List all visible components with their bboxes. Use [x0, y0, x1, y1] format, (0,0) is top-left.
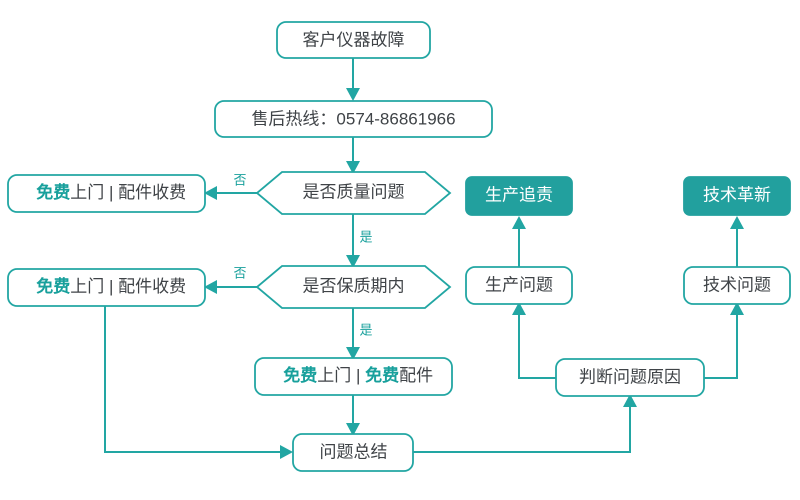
node-technical-innovation-shape[interactable] — [683, 176, 791, 216]
node-result-free-shape[interactable] — [254, 357, 453, 396]
node-decision-warranty-shape[interactable] — [255, 265, 452, 309]
node-summary-label: 问题总结 — [320, 442, 388, 461]
node-technical-issue[interactable]: 技术问题 — [683, 266, 791, 305]
node-result-free-label: 免费上门 | 免费配件 — [241, 365, 466, 385]
node-result-free-mid: 上门 | — [317, 366, 365, 385]
node-start-label: 客户仪器故障 — [303, 30, 405, 49]
node-result-free-accent-2: 免费 — [365, 365, 399, 385]
node-hotline[interactable]: 售后热线：0574-86861966 — [214, 100, 493, 138]
arrow-head-start-to-hotline — [346, 88, 360, 101]
node-production-issue[interactable]: 生产问题 — [465, 266, 573, 305]
node-result-paid-1[interactable]: 免费上门 | 配件收费 — [0, 174, 219, 213]
node-production-accountability[interactable]: 生产追责 — [465, 176, 573, 216]
node-result-paid-2-label: 免费上门 | 配件收费 — [0, 276, 219, 296]
node-decision-quality-shape[interactable] — [255, 171, 452, 215]
node-technical-innovation-label: 技术革新 — [703, 185, 771, 204]
edge-paid2-to-summary — [104, 306, 283, 453]
arrow-head-hotline-to-quality — [346, 161, 360, 174]
edge-cause-to-technical-issue — [704, 312, 738, 379]
node-decision-warranty[interactable]: 是否保质期内 — [255, 265, 452, 309]
connector-layer — [104, 58, 744, 459]
arrow-head-production-issue-to-accountability — [512, 216, 526, 229]
node-production-issue-shape[interactable] — [465, 266, 573, 305]
node-result-paid-2[interactable]: 免费上门 | 配件收费 — [0, 268, 219, 307]
node-result-free[interactable]: 免费上门 | 免费配件 — [241, 357, 466, 396]
node-cause-label: 判断问题原因 — [579, 367, 681, 386]
arrow-head-quality-no — [204, 186, 217, 200]
edge-label-warranty-yes: 是 — [359, 322, 372, 337]
arrow-head-warranty-yes — [346, 347, 360, 360]
node-decision-warranty-label: 是否保质期内 — [303, 276, 405, 295]
arrow-head-technical-issue-to-innovation — [730, 216, 744, 229]
node-start-shape[interactable] — [276, 21, 431, 59]
arrow-head-warranty-no — [204, 280, 217, 294]
node-result-paid-2-shape[interactable] — [7, 268, 206, 307]
arrow-head-cause-to-production-issue — [512, 302, 526, 315]
edge-label-quality-yes: 是 — [359, 229, 372, 244]
node-result-free-rest: 配件 — [399, 366, 433, 385]
node-result-paid-1-shape[interactable] — [7, 174, 206, 213]
node-technical-issue-label: 技术问题 — [703, 275, 771, 294]
node-cause-shape[interactable] — [555, 358, 705, 397]
node-production-accountability-shape[interactable] — [465, 176, 573, 216]
node-technical-innovation[interactable]: 技术革新 — [683, 176, 791, 216]
node-decision-quality[interactable]: 是否质量问题 — [255, 171, 452, 215]
node-production-issue-label: 生产问题 — [485, 275, 553, 294]
node-result-paid-2-accent: 免费 — [36, 276, 70, 296]
node-technical-issue-shape[interactable] — [683, 266, 791, 305]
edge-cause-to-production-issue — [518, 312, 556, 379]
node-start[interactable]: 客户仪器故障 — [276, 21, 431, 59]
edge-summary-to-cause — [413, 404, 631, 453]
arrow-head-quality-yes — [346, 255, 360, 268]
node-decision-quality-label: 是否质量问题 — [303, 182, 405, 201]
node-result-paid-1-accent: 免费 — [36, 182, 70, 202]
node-summary-shape[interactable] — [292, 433, 414, 472]
node-production-accountability-label: 生产追责 — [485, 185, 553, 204]
node-summary[interactable]: 问题总结 — [292, 433, 414, 472]
arrow-head-paid2-to-summary — [280, 445, 293, 459]
node-result-paid-1-rest: 上门 | 配件收费 — [70, 183, 186, 202]
node-hotline-shape[interactable] — [214, 100, 493, 138]
arrow-head-summary-to-cause — [623, 394, 637, 407]
arrow-head-cause-to-technical-issue — [730, 302, 744, 315]
edge-label-quality-no: 否 — [233, 172, 246, 187]
edge-label-warranty-no: 否 — [233, 265, 246, 280]
node-cause[interactable]: 判断问题原因 — [555, 358, 705, 397]
arrow-head-free-to-summary — [346, 423, 360, 436]
node-hotline-label: 售后热线：0574-86861966 — [251, 109, 455, 128]
node-result-paid-1-label: 免费上门 | 配件收费 — [0, 182, 219, 202]
node-result-free-accent-1: 免费 — [283, 365, 317, 385]
node-result-paid-2-rest: 上门 | 配件收费 — [70, 277, 186, 296]
